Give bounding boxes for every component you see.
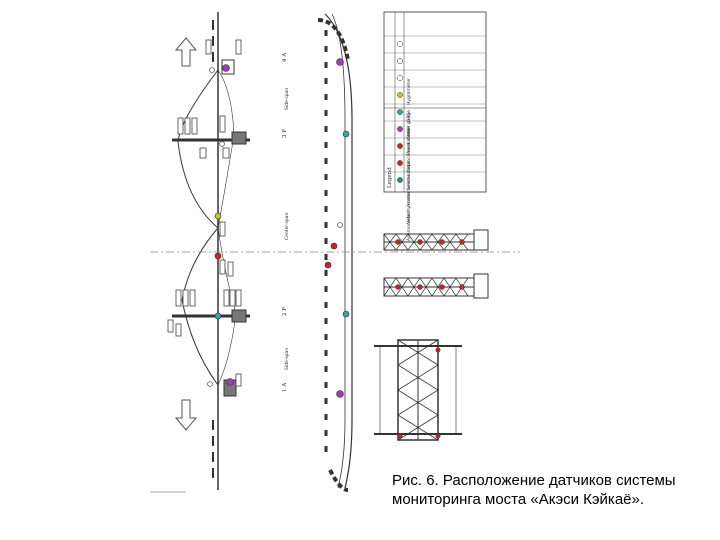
legend-symbol-icon xyxy=(397,143,403,149)
legend-row-label: Anemometer xyxy=(406,211,412,241)
legend-symbol-icon xyxy=(397,58,403,64)
sensor-label-boxes xyxy=(167,39,242,387)
truss-side-view xyxy=(374,339,462,441)
legend-row-label: Hygrometer xyxy=(406,78,412,105)
section-label: 3 P xyxy=(282,129,288,138)
legend-row-label: Seismometer xyxy=(406,160,412,190)
legend-row-label: Accelerometer xyxy=(406,174,412,207)
elevation-sensors xyxy=(207,64,234,387)
legend-row-label: Displacement meter xyxy=(406,127,412,173)
span-label: Side-span xyxy=(284,348,290,370)
section-label: 1 A xyxy=(282,382,288,392)
section-label: 4 A xyxy=(282,52,288,62)
legend-row-label: Thermometer xyxy=(406,125,412,157)
elevation-view xyxy=(172,12,250,490)
legend-row-label: Strain gauge xyxy=(406,110,412,139)
caption-line-2: мониторинга моста «Акэси Кэйкаё». xyxy=(392,491,645,508)
span-label: Side-span xyxy=(284,88,290,110)
section-labels: 4 A 3 P 2 P 1 A xyxy=(282,52,288,392)
plan-sensors xyxy=(324,58,350,398)
legend-symbol-icon xyxy=(397,177,403,183)
legend-symbol-icon xyxy=(397,160,403,166)
side-view-sensors xyxy=(397,347,441,439)
plan-view xyxy=(317,13,353,492)
legend-symbol-icon xyxy=(397,126,403,132)
truss-section-upper xyxy=(383,229,489,251)
legend-row-label: GPS xyxy=(406,113,412,122)
figure-caption: Рис. 6. Расположение датчиков системы мо… xyxy=(392,471,712,509)
legend-symbol-icon xyxy=(397,109,403,115)
direction-arrow-down-icon xyxy=(174,399,198,431)
legend-symbol-icon xyxy=(397,41,403,47)
direction-arrow-up-icon xyxy=(174,37,198,67)
legend-title: Legend xyxy=(387,167,393,188)
caption-line-1: Рис. 6. Расположение датчиков системы xyxy=(392,472,676,489)
legend-row-label: Velocity meter xyxy=(406,191,412,224)
legend-symbol-icon xyxy=(397,92,403,98)
truss-section-lower xyxy=(383,273,489,299)
legend-symbol-icon xyxy=(397,75,403,81)
span-label: Center-span xyxy=(284,213,290,240)
truss-sensors xyxy=(395,239,465,290)
section-label: 2 P xyxy=(282,307,288,316)
